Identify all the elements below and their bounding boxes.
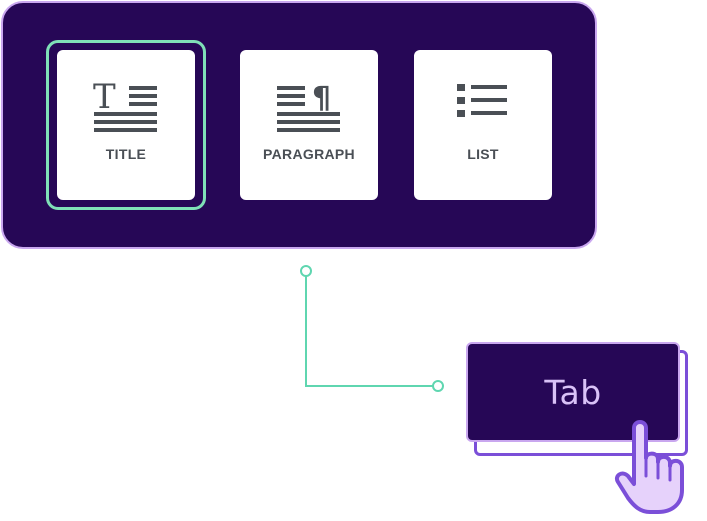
block-option-paragraph[interactable]: ¶ PARAGRAPH (240, 50, 378, 200)
focus-ring (46, 40, 206, 210)
svg-text:¶: ¶ (312, 81, 331, 116)
hand-pointer-icon (615, 420, 684, 514)
svg-text:T: T (93, 80, 116, 117)
block-option-label: PARAGRAPH (263, 146, 355, 162)
list-icon (457, 84, 507, 117)
block-option-label: TITLE (105, 146, 147, 162)
block-option-title[interactable]: T TITLE (57, 50, 195, 200)
block-option-label: LIST (467, 146, 499, 162)
block-option-list[interactable]: LIST (414, 50, 552, 200)
title-icon: T (93, 80, 157, 132)
tab-key-label: Tab (544, 372, 602, 412)
paragraph-icon: ¶ (277, 81, 340, 132)
